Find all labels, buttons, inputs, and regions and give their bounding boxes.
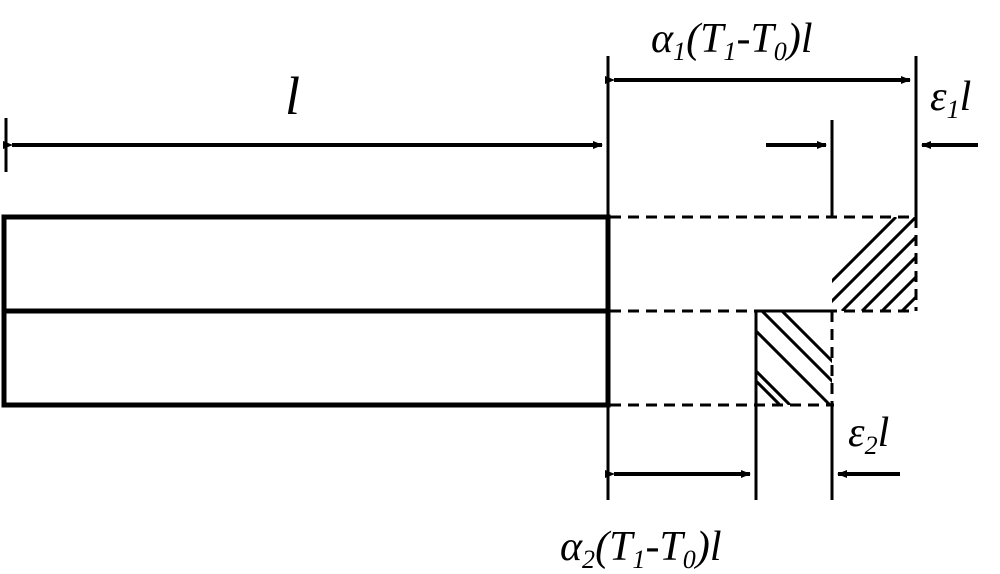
lower-layer-strain-region [754,309,832,500]
epsilon2-dimension: ε2l [837,410,900,478]
alpha2-expansion-label: α2(T1-T0)l [560,524,721,574]
length-label: l [285,66,300,126]
bimetal-strip [1,214,611,408]
epsilon2-label: ε2l [848,410,889,460]
lower-layer [1,308,611,408]
alpha1-expansion-dimension: α1(T1-T0)l [605,16,918,217]
epsilon1-dimension: ε1l [766,74,978,217]
length-dimension: l [3,56,610,500]
alpha1-expansion-label: α1(T1-T0)l [651,16,812,66]
upper-layer-strain-region [832,217,916,311]
alpha2-expansion-dimension: α2(T1-T0)l [560,405,834,574]
upper-layer [1,214,611,314]
epsilon1-label: ε1l [930,74,971,124]
